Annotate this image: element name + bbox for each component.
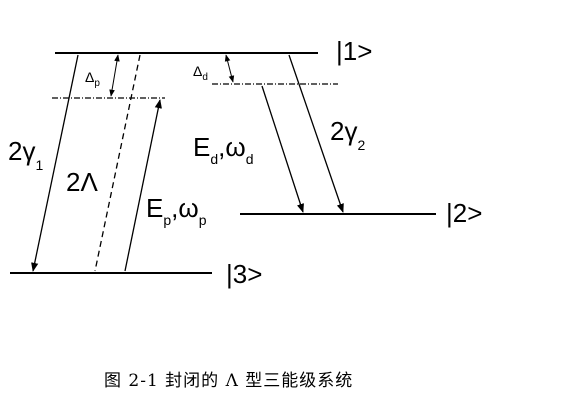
probe-field-arrow <box>124 99 162 272</box>
drive-field-arrow <box>261 85 304 213</box>
detuning-p-arrow <box>109 54 120 97</box>
level-3-label: |3> <box>226 259 262 289</box>
delta-d-label: Δd <box>193 63 208 83</box>
lambda-label: 2Λ <box>66 167 98 197</box>
decay-gamma1-arrow <box>31 54 79 272</box>
drive-field-label: Ed,ωd <box>193 132 253 167</box>
detuning-d-arrow <box>224 54 235 83</box>
dephasing-lambda-arrow <box>94 54 141 272</box>
probe-field-label: Ep,ωp <box>146 193 207 228</box>
decay-gamma2-arrow <box>288 54 344 213</box>
gamma1-label: 2γ1 <box>8 136 43 173</box>
gamma2-label: 2γ2 <box>330 116 365 153</box>
level-2-label: |2> <box>446 198 482 228</box>
figure-caption: 图 2-1 封闭的 Λ 型三能级系统 <box>104 371 354 391</box>
level-1-label: |1> <box>336 36 372 66</box>
delta-p-label: Δp <box>85 69 100 89</box>
